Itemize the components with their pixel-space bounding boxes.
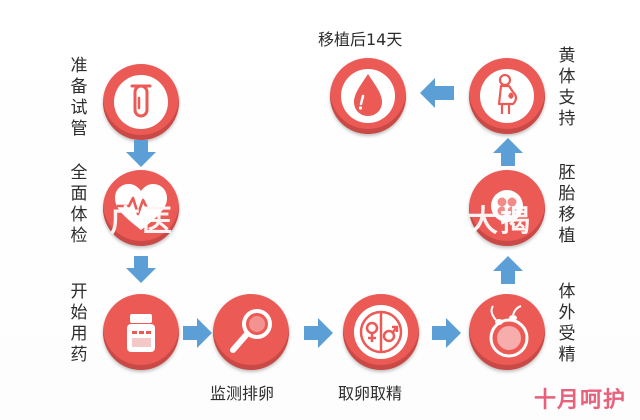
node-monitor-ovulation (213, 294, 289, 370)
arrow-left-1 (420, 78, 454, 108)
label-prepare-tube: 准备试管 (70, 56, 88, 139)
watermark-right: 大揭 (468, 204, 532, 239)
heart-pulse-icon (115, 184, 167, 230)
label-luteal-support: 黄体支持 (558, 46, 576, 129)
node-start-medication (103, 294, 179, 370)
label-monitor-ovulation: 监测排卵 (210, 384, 275, 403)
brand-logo: 十月呵护 (533, 388, 626, 413)
arrow-right-1 (183, 318, 212, 348)
arrow-up-1 (493, 256, 523, 284)
test-tube-icon (114, 75, 168, 129)
arrow-right-2 (304, 318, 333, 348)
node-egg-sperm-retrieval (343, 294, 419, 370)
label-embryo-transfer: 胚胎移植 (558, 163, 576, 246)
blood-drop-icon (341, 69, 395, 123)
label-egg-sperm-retrieval: 取卵取精 (338, 384, 403, 403)
fertilization-icon (489, 305, 529, 358)
node-prepare-tube (103, 64, 179, 140)
node-full-checkup (103, 170, 179, 246)
label-start-medication: 开始用药 (70, 282, 88, 365)
node-luteal-support (469, 58, 545, 134)
label-full-checkup: 全面体检 (70, 163, 88, 246)
arrow-down-1 (126, 140, 156, 167)
arrow-down-2 (126, 256, 156, 283)
gender-symbols-icon (354, 305, 408, 359)
watermark-left: 广医 (110, 204, 174, 239)
arrow-right-3 (432, 318, 461, 348)
node-ivf (469, 294, 545, 370)
label-day14-after-transfer: 移植后14天 (318, 30, 403, 49)
magnifier-icon (230, 309, 272, 353)
node-embryo-transfer (469, 170, 545, 246)
embryo-icon (491, 190, 523, 222)
label-ivf: 体外受精 (558, 282, 576, 365)
arrow-up-2 (493, 138, 523, 166)
pill-bottle-icon (127, 314, 155, 352)
pregnant-woman-icon (480, 69, 534, 123)
node-day14-after-transfer (330, 58, 406, 134)
